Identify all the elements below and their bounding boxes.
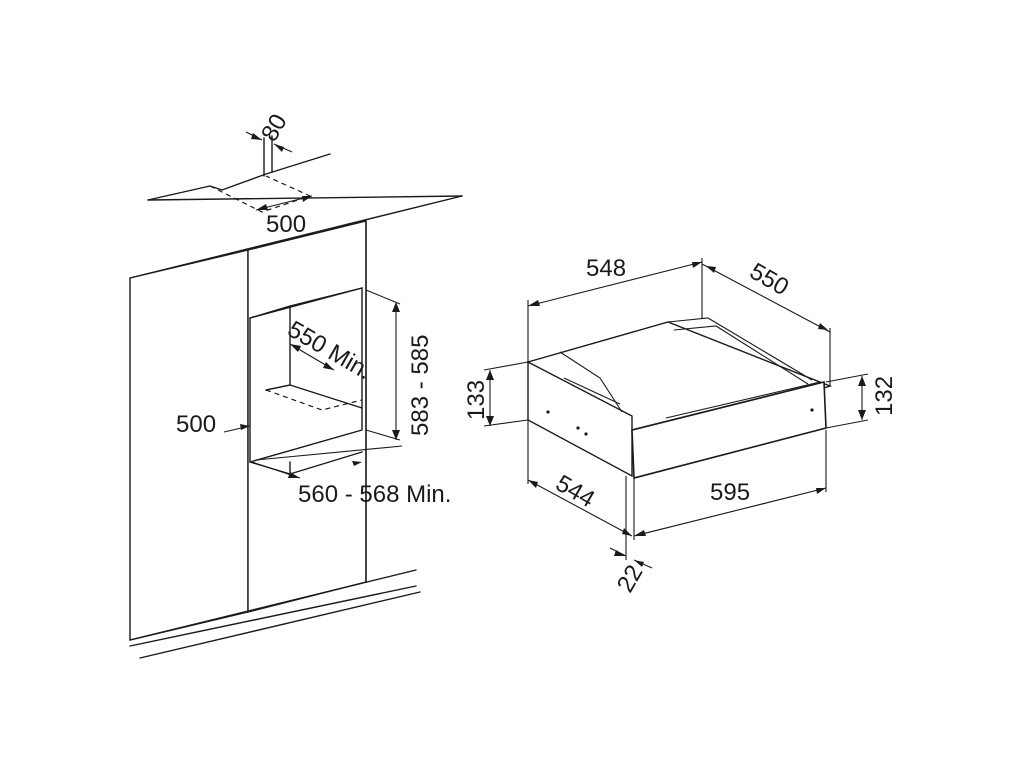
dim-height-left: 133: [463, 361, 529, 427]
dim-front-thickness: 22: [609, 476, 653, 597]
niche-inner-top: [289, 287, 363, 307]
floor-line: [139, 591, 421, 659]
screw-dot-a: [576, 426, 580, 430]
plinth-line-top: [129, 569, 417, 641]
label-side-depth: 544: [551, 470, 599, 513]
dim-niche-depth-top: 500: [255, 195, 313, 238]
top-rail: [563, 377, 621, 405]
screw-dot-b: [584, 432, 588, 436]
niche-shelf: [265, 384, 363, 409]
label-depth: 550: [745, 258, 793, 301]
cabinet-left-panel: [129, 249, 249, 641]
worktop-edge-back: [147, 153, 331, 201]
screw-dot-c: [546, 410, 550, 414]
label-height-left: 133: [463, 380, 490, 420]
top-plate-right-edge: [667, 317, 813, 381]
label-niche-width: 560 - 568 Min.: [298, 481, 451, 508]
plinth-line-mid: [129, 585, 417, 647]
niche-shelf-hidden: [265, 389, 363, 411]
label-front-thickness: 22: [612, 560, 649, 597]
top-plate-right-inner: [673, 325, 809, 385]
front-top-edge: [665, 381, 821, 419]
label-top-width: 548: [586, 255, 626, 282]
dim-niche-depth-left: 500: [176, 411, 251, 438]
label-height-right: 132: [871, 376, 898, 416]
label-niche-depth-top: 500: [266, 211, 306, 238]
top-plate-left-edge: [559, 351, 623, 413]
dim-niche-width: 560 - 568 Min.: [251, 445, 451, 508]
label-front-width: 595: [710, 479, 750, 506]
label-niche-height: 583 - 585: [407, 335, 434, 436]
dim-vent-gap: 80: [245, 109, 293, 153]
indicator-dot: [810, 408, 814, 412]
dim-top-width: 548: [527, 255, 703, 362]
drawer-drawing: 548 550 133 132: [463, 255, 898, 597]
dim-height-right: 132: [825, 373, 898, 429]
label-niche-depth-left: 500: [176, 411, 216, 438]
cabinet-drawing: 80 500 500 550 Min. 5: [129, 109, 463, 659]
dim-niche-height: 583 - 585: [365, 289, 434, 441]
cutout-outline: [209, 175, 312, 213]
drawer-side: [527, 360, 633, 478]
label-vent-gap: 80: [256, 109, 293, 146]
dim-front-width: 595: [633, 430, 827, 540]
